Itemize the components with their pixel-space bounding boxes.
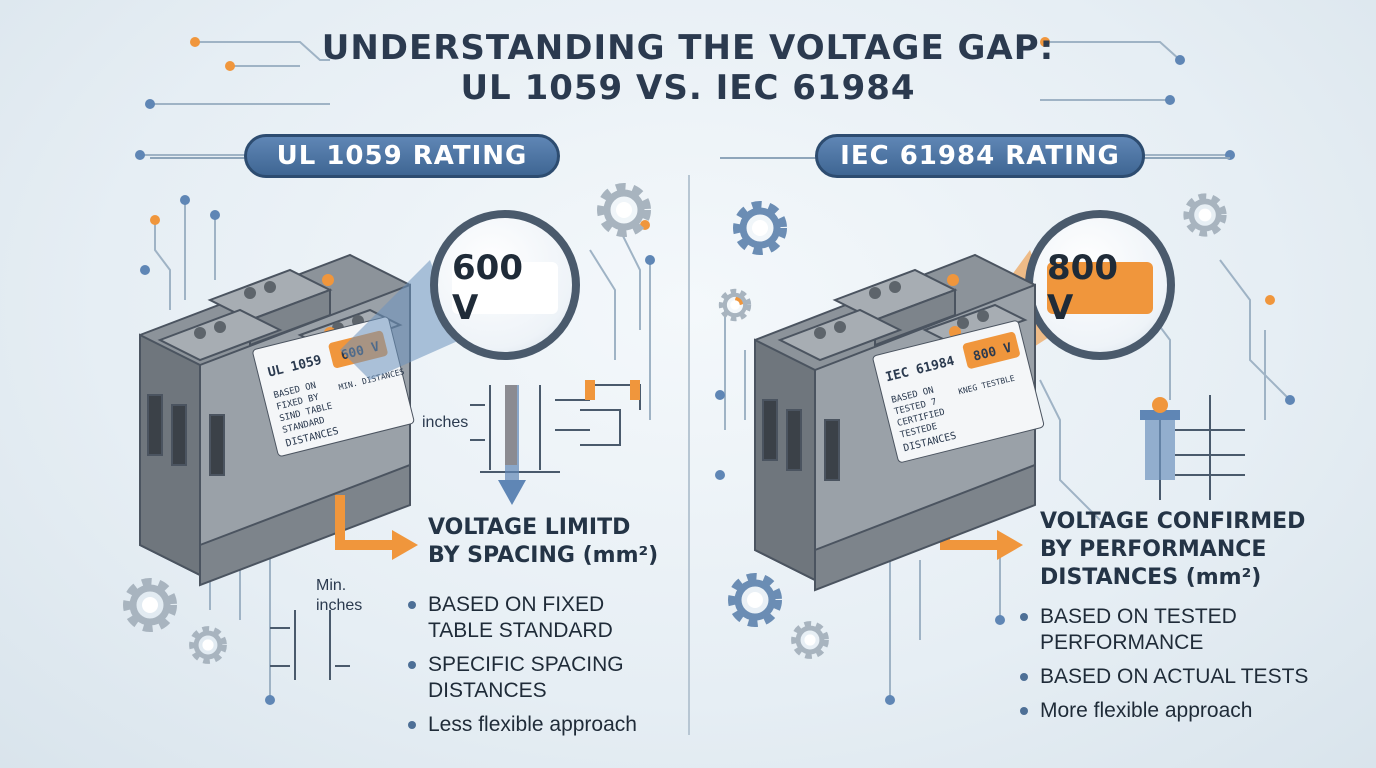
- iec-bullet-actual-tests: BASED ON ACTUAL TESTS: [1018, 664, 1358, 690]
- page-title-line1: UNDERSTANDING THE VOLTAGE GAP:: [321, 28, 1055, 68]
- ul-bullet-less-flexible: Less flexible approach: [406, 712, 676, 738]
- iec-heading-line1: VOLTAGE CONFIRMED: [1040, 509, 1306, 534]
- ul-rating-header: UL 1059 RATING: [244, 134, 560, 178]
- ul-terminal-block: UL 1059 600 V BASED ON FIXED BY SIND TAB…: [139, 253, 415, 587]
- ul-heading: VOLTAGE LIMITD BY SPACING (mm²): [428, 514, 658, 570]
- center-divider: [688, 175, 690, 735]
- min-label: Min.: [316, 577, 347, 594]
- inches-label: inches: [422, 414, 469, 431]
- iec-bullet-list: BASED ON TESTED PERFORMANCE BASED ON ACT…: [1018, 604, 1358, 732]
- iec-heading: VOLTAGE CONFIRMED BY PERFORMANCE DISTANC…: [1040, 508, 1305, 592]
- ul-magnified-value: 600 V: [452, 248, 558, 328]
- ul-magnifier: 600 V: [430, 210, 580, 360]
- page-title-line2: UL 1059 VS. IEC 61984: [460, 68, 916, 108]
- ul-heading-line1: VOLTAGE LIMITD: [428, 515, 631, 540]
- ul-heading-line2: BY SPACING (mm²): [428, 543, 659, 568]
- iec-heading-line2: BY PERFORMANCE: [1040, 537, 1267, 562]
- iec-heading-line3: DISTANCES (mm²): [1040, 565, 1262, 590]
- ul-bullet-specific-spacing: SPECIFIC SPACING DISTANCES: [406, 652, 676, 704]
- ul-bullet-list: BASED ON FIXED TABLE STANDARD SPECIFIC S…: [406, 592, 676, 746]
- iec-magnifier: 800 V: [1025, 210, 1175, 360]
- min-inches-label: inches: [316, 597, 363, 614]
- ul-bullet-fixed-table: BASED ON FIXED TABLE STANDARD: [406, 592, 676, 644]
- iec-bullet-tested-performance: BASED ON TESTED PERFORMANCE: [1018, 604, 1358, 656]
- iec-rating-header: IEC 61984 RATING: [815, 134, 1145, 178]
- iec-bullet-more-flexible: More flexible approach: [1018, 698, 1358, 724]
- iec-magnified-value: 800 V: [1047, 248, 1153, 328]
- iec-terminal-block: IEC 61984 800 V BASED ON TESTED 7 CERTIF…: [754, 253, 1045, 592]
